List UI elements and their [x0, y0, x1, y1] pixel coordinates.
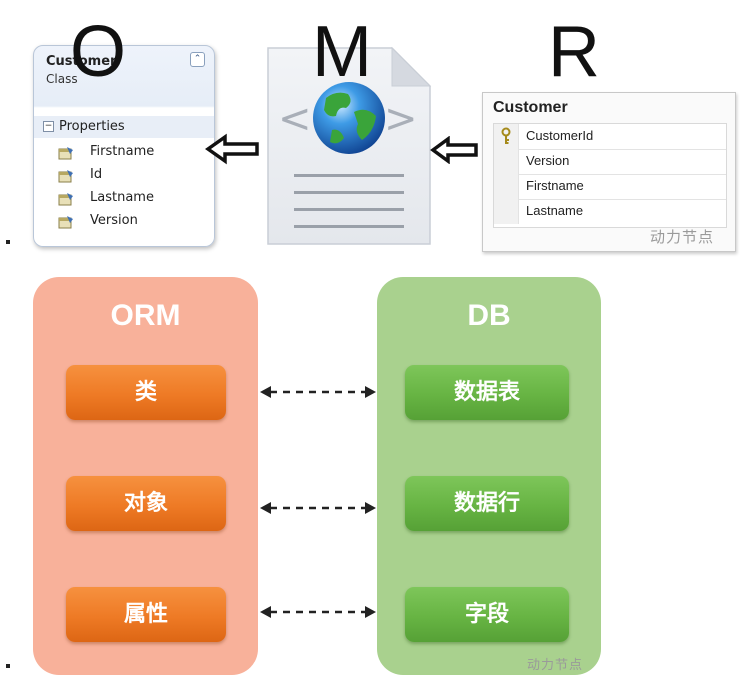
class-diagram-card: Customer Class ⌃ − Properties Firstname …: [33, 45, 215, 247]
orm-title: ORM: [110, 299, 181, 332]
property-icon: [58, 170, 73, 183]
property-icon: [58, 216, 73, 229]
db-item-table: 数据表: [405, 365, 569, 420]
letter-m: M: [312, 12, 372, 92]
double-dashed-arrow-icon: [260, 502, 376, 514]
column-row: Lastname: [494, 199, 726, 224]
class-subtitle: Class: [46, 72, 78, 86]
column-label: CustomerId: [526, 128, 594, 143]
bullet-dot: [6, 664, 10, 668]
db-item-field: 字段: [405, 587, 569, 642]
left-hollow-arrow-icon: [430, 136, 478, 164]
db-title: DB: [467, 299, 511, 332]
property-label: Id: [90, 167, 103, 182]
properties-band: [34, 116, 214, 138]
class-title: Customer: [46, 54, 117, 69]
letter-r: R: [548, 12, 600, 92]
collapse-toggle-icon[interactable]: −: [43, 121, 54, 132]
db-item-row: 数据行: [405, 476, 569, 531]
column-list: CustomerId Version Firstname Lastname: [493, 123, 727, 228]
orm-item-property: 属性: [66, 587, 226, 642]
table-title: Customer: [493, 99, 568, 116]
watermark-top: 动力节点: [650, 228, 715, 246]
properties-label: Properties: [59, 119, 125, 134]
column-row: Firstname: [494, 174, 726, 200]
key-cell: [494, 149, 519, 174]
svg-text:>: >: [384, 96, 418, 142]
orm-item-class: 类: [66, 365, 226, 420]
property-label: Firstname: [90, 144, 155, 159]
bullet-dot: [6, 240, 10, 244]
double-dashed-arrow-icon: [260, 386, 376, 398]
left-hollow-arrow-icon: [205, 133, 259, 165]
key-cell: [494, 124, 519, 149]
db-panel: DB 数据表 数据行 字段: [377, 277, 601, 675]
column-label: Firstname: [526, 178, 584, 193]
orm-item-object: 对象: [66, 476, 226, 531]
key-cell: [494, 174, 519, 199]
key-cell: [494, 199, 519, 224]
mapping-document-icon: < >: [267, 46, 432, 245]
letter-o: O: [70, 12, 127, 92]
primary-key-icon: [501, 127, 511, 144]
property-label: Version: [90, 213, 138, 228]
column-label: Lastname: [526, 203, 584, 218]
orm-panel: ORM 类 对象 属性: [33, 277, 258, 675]
svg-text:<: <: [278, 96, 312, 142]
property-icon: [58, 147, 73, 160]
database-table-card: Customer CustomerId Version Firstname La…: [482, 92, 736, 252]
property-icon: [58, 193, 73, 206]
column-row: CustomerId: [494, 124, 726, 150]
double-dashed-arrow-icon: [260, 606, 376, 618]
column-label: Version: [526, 153, 570, 168]
watermark-bottom: 动力节点: [527, 658, 584, 673]
collapse-icon[interactable]: ⌃: [190, 52, 205, 67]
column-row: Version: [494, 149, 726, 175]
property-label: Lastname: [90, 190, 154, 205]
